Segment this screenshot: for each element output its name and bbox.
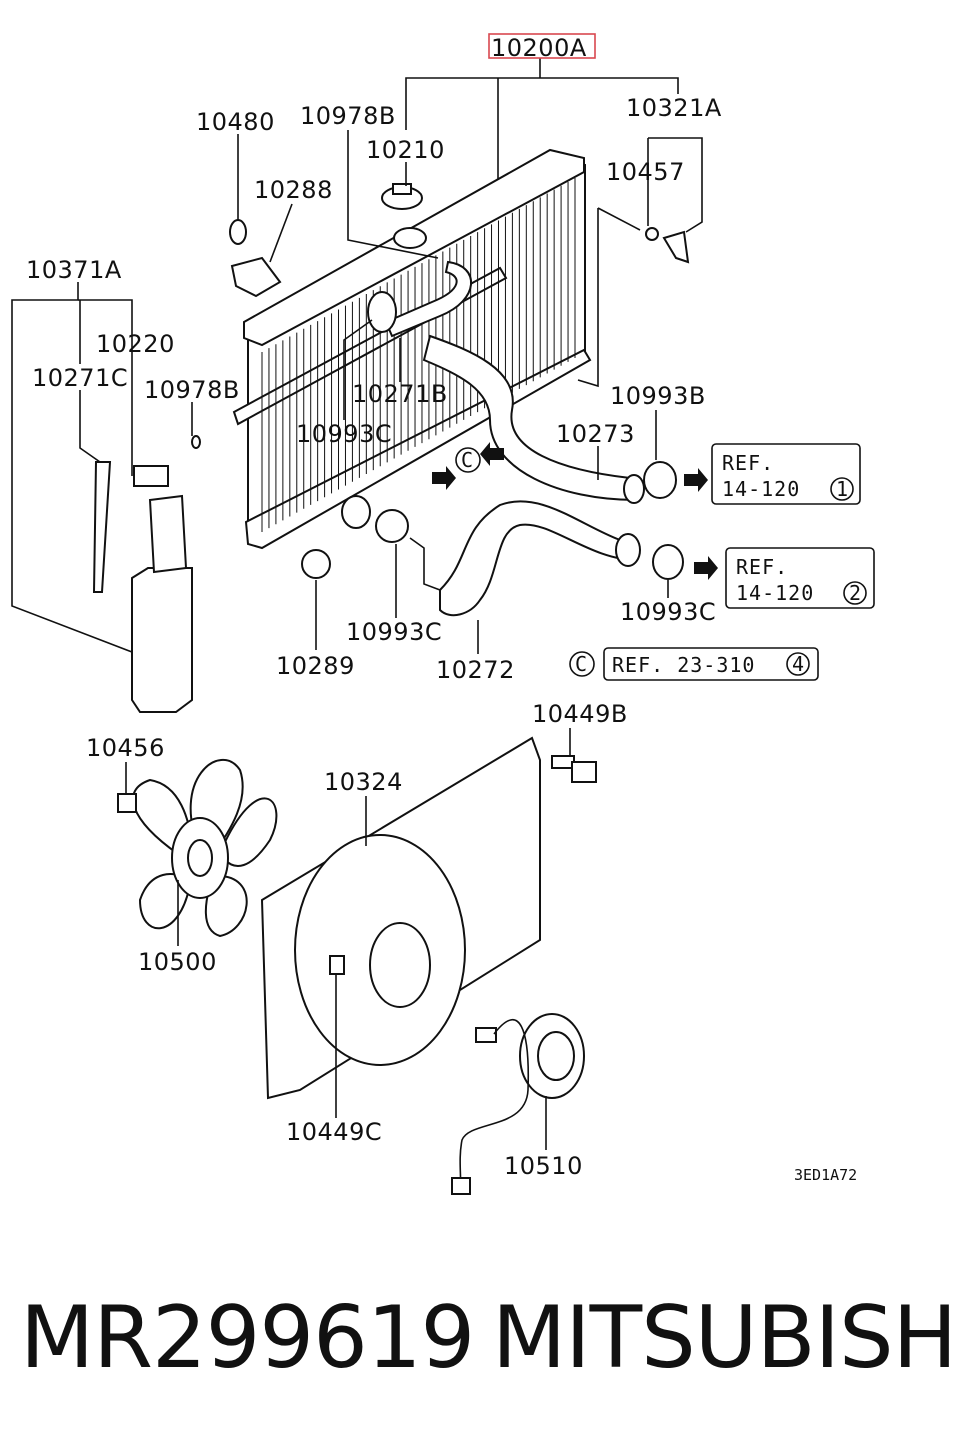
fan-blade (132, 758, 278, 938)
ref-box-3: C REF. 23-310 4 (569, 647, 819, 681)
label-10993C-left: 10993C (296, 420, 392, 448)
ref-box-2-line1: REF. (736, 555, 788, 579)
label-10271C: 10271C (32, 364, 128, 392)
label-10371A: 10371A (26, 256, 122, 284)
label-10457: 10457 (606, 158, 685, 186)
label-10993C-right: 10993C (620, 598, 716, 626)
caption: MR299619 MITSUBISHI (0, 1288, 960, 1398)
label-10510: 10510 (504, 1152, 583, 1180)
leader-lines (11, 58, 718, 1150)
label-10289: 10289 (276, 652, 355, 680)
bolt-10449B (551, 755, 597, 783)
label-10978B-mid: 10978B (144, 376, 240, 404)
c-marker: C (455, 447, 481, 473)
fan-shroud (260, 736, 541, 1100)
lower-hose-10272 (439, 500, 641, 617)
label-10273: 10273 (556, 420, 635, 448)
label-10324: 10324 (324, 768, 403, 796)
bolt-10449C (329, 955, 345, 975)
label-10210: 10210 (366, 136, 445, 164)
reserve-tank (92, 461, 193, 713)
label-10449C: 10449C (286, 1118, 382, 1146)
label-10288: 10288 (254, 176, 333, 204)
label-10500: 10500 (138, 948, 217, 976)
label-10978B-top: 10978B (300, 102, 396, 130)
lower-hose-10273 (422, 334, 645, 504)
part-number: MR299619 (20, 1288, 475, 1388)
ref-box-3-text: REF. 23-310 (612, 653, 755, 677)
ref-box-2-number: 2 (849, 581, 862, 605)
ref-box-1: REF. 14-120 1 (711, 443, 861, 505)
c-marker-letter: C (461, 448, 474, 472)
label-10220: 10220 (96, 330, 175, 358)
label-10271B: 10271B (352, 380, 448, 408)
label-10480: 10480 (196, 108, 275, 136)
highlight-box (488, 33, 596, 59)
ref-box-1-number: 1 (836, 477, 849, 501)
label-10449B: 10449B (532, 700, 628, 728)
small-parts (191, 219, 690, 580)
label-10456: 10456 (86, 734, 165, 762)
fan-motor (451, 1013, 585, 1195)
ref-box-3-number: 4 (792, 652, 805, 676)
manufacturer: MITSUBISHI (492, 1288, 960, 1388)
ref-box-2: REF. 14-120 2 (725, 547, 875, 609)
ref-box-1-line2: 14-120 (722, 477, 800, 501)
ref-box-2-line2: 14-120 (736, 581, 814, 605)
label-10321A: 10321A (626, 94, 722, 122)
ref-box-1-line1: REF. (722, 451, 774, 475)
label-10993B: 10993B (610, 382, 706, 410)
label-10993C-bottom: 10993C (346, 618, 442, 646)
upper-hose (367, 260, 473, 338)
label-10200A: 10200A (491, 34, 587, 62)
nut-10456 (117, 793, 137, 813)
label-10272: 10272 (436, 656, 515, 684)
diagram-code: 3ED1A72 (794, 1166, 857, 1184)
radiator-core (232, 148, 592, 550)
radiator-cap (381, 183, 427, 249)
ref-box-3-letter: C (575, 652, 588, 676)
